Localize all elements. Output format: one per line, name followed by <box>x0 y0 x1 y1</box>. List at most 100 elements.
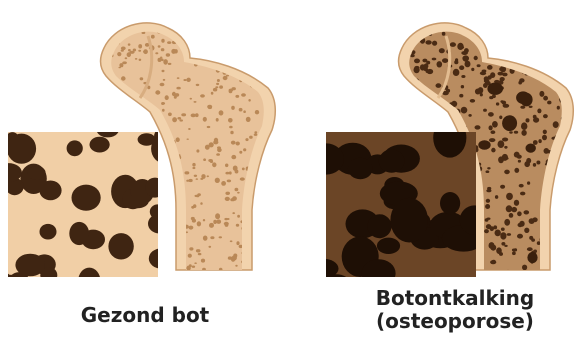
healthy-zoom-pore <box>67 140 83 156</box>
healthy-pore <box>256 207 260 211</box>
healthy-pore <box>230 27 235 32</box>
osteo-pore <box>567 48 572 52</box>
osteo-pore <box>512 252 516 256</box>
healthy-pore <box>125 57 128 59</box>
osteo-pore <box>560 215 563 218</box>
osteo-pore <box>492 95 496 99</box>
healthy-pore <box>210 236 214 239</box>
healthy-pore <box>231 106 235 110</box>
osteo-pore <box>571 64 578 69</box>
osteo-pore <box>437 61 443 67</box>
osteo-pore <box>498 140 505 148</box>
healthy-pore <box>103 25 108 31</box>
osteo-pore <box>499 37 505 43</box>
healthy-pore <box>243 42 248 45</box>
osteo-pore <box>549 34 554 37</box>
osteo-pore <box>568 268 574 272</box>
osteo-pore <box>420 108 427 115</box>
osteo-pore <box>498 156 504 163</box>
healthy-pore <box>206 55 209 58</box>
osteo-pore <box>504 170 510 175</box>
osteo-pore <box>539 271 543 274</box>
osteo-large-pore <box>478 140 490 149</box>
healthy-pore <box>195 51 199 55</box>
healthy-pore <box>274 257 278 260</box>
healthy-pore <box>270 245 275 249</box>
osteo-pore <box>572 155 577 160</box>
healthy-pore <box>207 126 211 128</box>
osteo-pore <box>461 85 464 88</box>
healthy-pore <box>160 185 165 189</box>
healthy-pore <box>117 52 121 56</box>
osteo-zoom-pore <box>440 192 460 214</box>
osteo-pore <box>558 46 561 49</box>
healthy-pore <box>276 183 280 187</box>
healthy-pore <box>267 202 270 205</box>
osteo-pore <box>471 68 474 71</box>
healthy-pore <box>240 277 243 279</box>
healthy-pore <box>102 122 107 126</box>
healthy-pore <box>203 44 207 48</box>
healthy-pore <box>203 236 208 241</box>
osteo-pore <box>409 19 413 22</box>
osteo-pore <box>470 99 475 103</box>
osteo-pore <box>567 55 573 61</box>
healthy-pore <box>245 47 249 50</box>
healthy-pore <box>142 121 146 124</box>
osteo-pore <box>563 74 569 80</box>
osteo-pore <box>559 275 562 279</box>
osteo-pore <box>453 69 460 76</box>
osteo-pore <box>524 161 530 167</box>
osteo-pore <box>572 132 579 137</box>
osteo-pore <box>560 198 566 205</box>
osteo-pore <box>543 130 547 135</box>
healthy-pore <box>275 216 280 219</box>
healthy-pore <box>189 247 193 250</box>
healthy-pore <box>200 24 204 27</box>
osteo-pore <box>428 120 433 125</box>
osteo-pore <box>518 23 523 27</box>
healthy-pore <box>168 252 172 256</box>
osteo-pore <box>480 93 483 96</box>
osteo-pore <box>474 56 478 60</box>
healthy-pore <box>212 162 216 167</box>
healthy-pore <box>186 180 189 182</box>
osteo-pore <box>541 45 546 50</box>
healthy-pore <box>181 113 186 116</box>
osteo-pore <box>478 87 484 93</box>
healthy-pore <box>176 87 180 90</box>
healthy-pore <box>151 35 155 39</box>
healthy-pore <box>192 167 195 169</box>
healthy-pore <box>126 104 129 106</box>
healthy-pore <box>194 53 199 57</box>
healthy-pore <box>274 269 278 271</box>
healthy-pore <box>200 202 202 205</box>
osteo-pore <box>459 94 463 98</box>
osteo-pore <box>514 131 518 134</box>
healthy-pore <box>194 175 197 177</box>
osteo-pore <box>541 277 547 284</box>
osteo-pore <box>533 64 538 67</box>
osteo-pore <box>496 102 499 105</box>
osteo-zoom-pore <box>309 143 344 174</box>
osteo-pore <box>498 37 502 41</box>
healthy-pore <box>246 117 251 122</box>
osteo-pore <box>495 195 498 199</box>
healthy-pore <box>232 212 235 214</box>
healthy-pore <box>266 209 270 214</box>
healthy-pore <box>255 110 259 114</box>
healthy-zoom-pore <box>149 248 174 268</box>
osteo-pore <box>522 265 527 271</box>
healthy-pore <box>205 145 210 150</box>
healthy-pore <box>217 148 222 152</box>
healthy-pore <box>190 98 192 100</box>
healthy-pore <box>261 270 265 272</box>
healthy-pore <box>170 215 174 219</box>
osteo-pore <box>489 242 495 249</box>
osteo-pore <box>486 170 490 173</box>
healthy-pore <box>219 268 223 272</box>
healthy-pore <box>236 241 239 245</box>
osteo-pore <box>485 218 489 222</box>
healthy-pore <box>177 77 180 79</box>
osteo-pore <box>503 104 510 108</box>
